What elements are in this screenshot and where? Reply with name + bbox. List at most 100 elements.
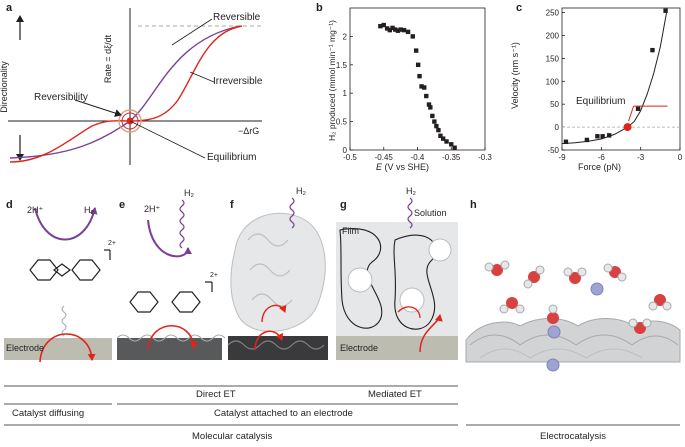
data-point bbox=[413, 48, 419, 53]
data-point bbox=[417, 73, 422, 79]
data-point bbox=[663, 8, 668, 13]
polymer-strand-1 bbox=[339, 228, 383, 329]
caption-molecular-catalysis: Molecular catalysis bbox=[192, 431, 273, 442]
panel-h-surface bbox=[465, 260, 681, 372]
data-point bbox=[405, 29, 411, 35]
data-point bbox=[384, 26, 390, 31]
charge-label-e: 2+ bbox=[210, 272, 218, 279]
irreversible-leader bbox=[189, 71, 215, 83]
data-point bbox=[430, 113, 435, 119]
y-tick-label: 1 bbox=[343, 89, 348, 98]
data-point bbox=[607, 133, 612, 138]
reversible-label: Reversible bbox=[213, 12, 261, 23]
h2-release-f bbox=[289, 197, 295, 229]
electrode-label-d: Electrode bbox=[6, 343, 45, 353]
plot-frame bbox=[349, 7, 486, 151]
fit-curve bbox=[561, 10, 668, 145]
x-tick-label: -0.45 bbox=[375, 153, 394, 162]
data-point bbox=[426, 102, 432, 107]
data-point bbox=[401, 27, 407, 33]
y-tick-label: 2 bbox=[343, 32, 348, 41]
nickel-complex-d bbox=[29, 249, 111, 281]
data-point bbox=[381, 22, 386, 28]
data-point bbox=[635, 106, 641, 111]
film-label: Film bbox=[342, 226, 359, 236]
panel-b-ylabel: H₂ produced (mmol min⁻¹ mg⁻¹) bbox=[326, 20, 337, 141]
data-point bbox=[428, 105, 433, 110]
hydrogenase-protein bbox=[230, 212, 326, 332]
reversibility-ring-outer bbox=[118, 109, 142, 133]
data-point bbox=[440, 136, 446, 141]
directionality-label: Directionality bbox=[0, 61, 9, 113]
x-tick-label: -3 bbox=[637, 153, 645, 162]
panel-a-diagram bbox=[8, 8, 262, 165]
electron-transfer-arrow-e bbox=[147, 325, 198, 351]
electrode-texture-f bbox=[227, 340, 325, 350]
y-tick-label: 0 bbox=[555, 123, 560, 132]
panel-letter-c: c bbox=[516, 2, 523, 14]
data-point bbox=[415, 62, 421, 67]
panel-letter-f: f bbox=[230, 199, 234, 211]
water-molecules bbox=[484, 260, 672, 334]
protein-texture bbox=[247, 233, 293, 307]
data-point bbox=[584, 137, 590, 143]
y-tick-label: 250 bbox=[546, 9, 560, 18]
y-tick-label: 0.5 bbox=[336, 118, 348, 127]
x-tick-label: -0.5 bbox=[343, 153, 357, 162]
panel-d-schematic bbox=[4, 207, 112, 363]
data-point bbox=[422, 85, 427, 90]
h2-label-d: H₂ bbox=[84, 205, 94, 215]
h2-release-e bbox=[179, 199, 185, 249]
y-tick-label: 1.5 bbox=[336, 61, 348, 70]
caption-direct-et: Direct ET bbox=[196, 389, 236, 400]
h2-label-e: H₂ bbox=[184, 188, 194, 198]
data-point bbox=[410, 34, 415, 39]
catalysis-arrow-d bbox=[34, 207, 98, 241]
x-tick-label: -0.4 bbox=[411, 153, 425, 162]
data-point bbox=[452, 145, 457, 150]
panel-letter-a: a bbox=[6, 2, 13, 14]
y-tick-label: 200 bbox=[546, 31, 560, 40]
rate-axis-label: Rate = dξ/dt bbox=[103, 34, 114, 84]
electrode-texture-e bbox=[116, 334, 226, 342]
x-tick-label: -9 bbox=[558, 153, 566, 162]
y-tick-label: 150 bbox=[546, 54, 560, 63]
equilibrium-leader bbox=[129, 120, 206, 159]
data-point bbox=[424, 93, 429, 99]
data-point bbox=[595, 134, 600, 139]
plot-frame bbox=[561, 7, 681, 151]
panel-b-xlabel: E (V vs SHE) bbox=[376, 162, 429, 172]
panel-letter-b: b bbox=[316, 2, 323, 14]
data-point bbox=[444, 139, 449, 144]
panel-c-xlabel: Force (pN) bbox=[578, 162, 622, 172]
h2-label-g: H₂ bbox=[406, 186, 416, 196]
y-tick-label: 0 bbox=[343, 146, 348, 155]
x-tick-label: -0.35 bbox=[442, 153, 461, 162]
metal-surface bbox=[465, 318, 681, 363]
potential-unit: (V vs SHE) bbox=[382, 162, 430, 172]
panel-e-schematic bbox=[116, 199, 226, 360]
caption-mediated-et: Mediated ET bbox=[368, 389, 422, 400]
panel-letter-d: d bbox=[6, 199, 13, 211]
h2-release-g bbox=[407, 197, 413, 229]
caption-catalyst-diffusing: Catalyst diffusing bbox=[12, 408, 85, 419]
h2-label-f: H₂ bbox=[296, 186, 306, 196]
hopping-arrow bbox=[397, 306, 421, 319]
equilibrium-leader-v bbox=[628, 105, 635, 122]
data-point bbox=[434, 123, 439, 129]
potential-symbol: E bbox=[376, 162, 383, 172]
catalysis-arrow-e bbox=[147, 219, 192, 258]
reversibility-ring-inner bbox=[121, 112, 139, 130]
caption-catalyst-attached: Catalyst attached to an electrode bbox=[214, 408, 353, 419]
data-point bbox=[600, 134, 605, 139]
equilibrium-label-c: Equilibrium bbox=[576, 96, 626, 107]
data-point bbox=[449, 142, 454, 147]
data-point bbox=[387, 27, 393, 33]
x-tick-label: 0 bbox=[678, 153, 683, 162]
y-tick-label: 50 bbox=[550, 100, 559, 109]
caption-brackets bbox=[4, 385, 680, 426]
panel-letter-h: h bbox=[470, 199, 477, 211]
electrode-d bbox=[4, 338, 112, 360]
x-tick-label: -0.3 bbox=[478, 153, 492, 162]
